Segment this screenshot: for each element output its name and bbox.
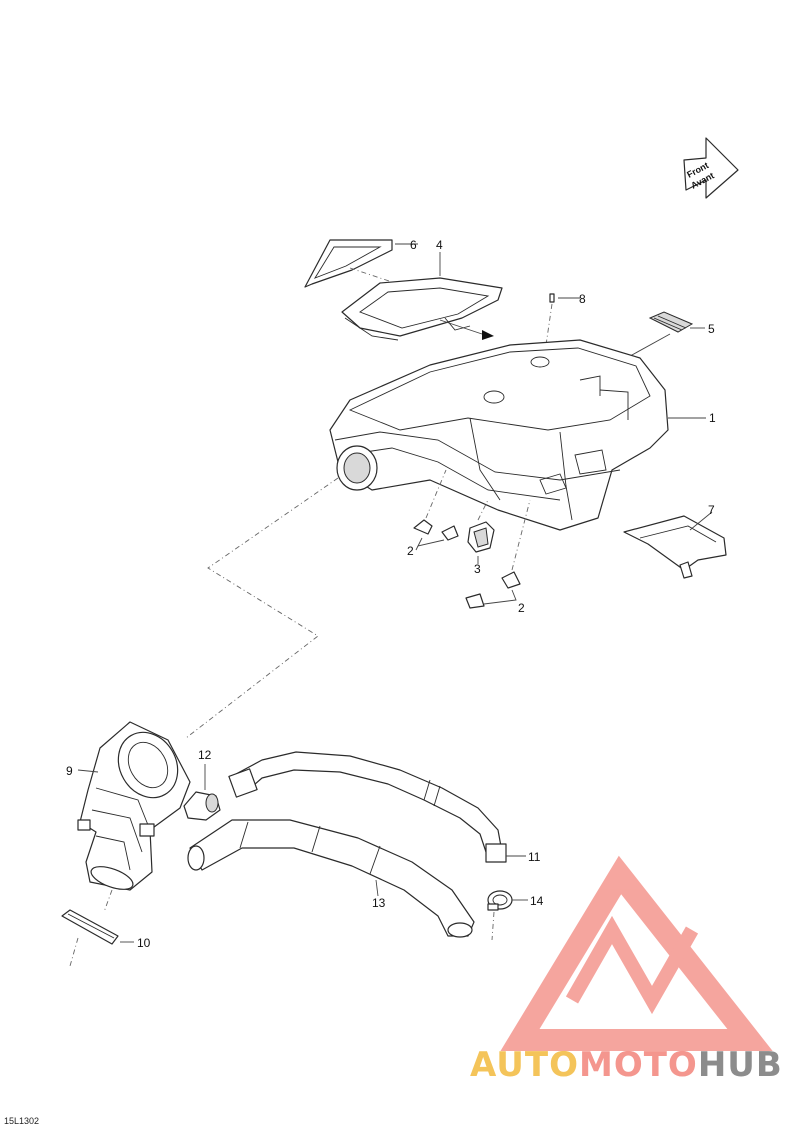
- callout-10: 10: [137, 936, 151, 950]
- part-7-shield: [623, 515, 727, 579]
- callout-14: 14: [530, 894, 544, 908]
- part-2-clip-lower: [465, 571, 521, 609]
- part-1-airbox: [329, 339, 669, 531]
- part-4-cover: [341, 277, 503, 341]
- callout-8: 8: [579, 292, 586, 306]
- watermark-auto: AUTO: [470, 1045, 579, 1085]
- callout-12: 12: [198, 748, 212, 762]
- part-13-large-hose: [187, 819, 475, 938]
- watermark-hub: HUB: [697, 1045, 783, 1085]
- watermark-logo-icon: [500, 855, 773, 1051]
- part-6-seal: [304, 239, 393, 288]
- callout-11: 11: [528, 850, 541, 864]
- part-10-clamp-ring: [61, 909, 119, 945]
- part-9-intake-adapter: [77, 721, 191, 891]
- part-3-grommet: [467, 521, 495, 553]
- part-2-clip-upper: [413, 519, 459, 541]
- part-8-screw: [549, 293, 555, 303]
- callout-5: 5: [708, 322, 715, 336]
- front-direction-arrow-icon: Front Avant: [683, 137, 739, 199]
- callout-6: 6: [410, 238, 417, 252]
- part-12-fitting: [183, 791, 221, 821]
- callout-13: 13: [372, 896, 386, 910]
- watermark-moto: MOTO: [578, 1045, 698, 1085]
- callout-4: 4: [436, 238, 443, 252]
- callout-2-upper: 2: [407, 544, 414, 558]
- part-5-label: [648, 311, 694, 333]
- part-14-hose-clamp: [487, 890, 513, 911]
- watermark-wordmark: AUTOMOTOHUB: [470, 1045, 783, 1085]
- callout-3: 3: [474, 562, 481, 576]
- drawing-code: 15L1302: [4, 1116, 40, 1126]
- part-11-vent-hose: [228, 751, 507, 863]
- callout-9: 9: [66, 764, 73, 778]
- callout-1: 1: [709, 411, 716, 425]
- callout-2-lower: 2: [518, 601, 525, 615]
- callout-7: 7: [708, 503, 715, 517]
